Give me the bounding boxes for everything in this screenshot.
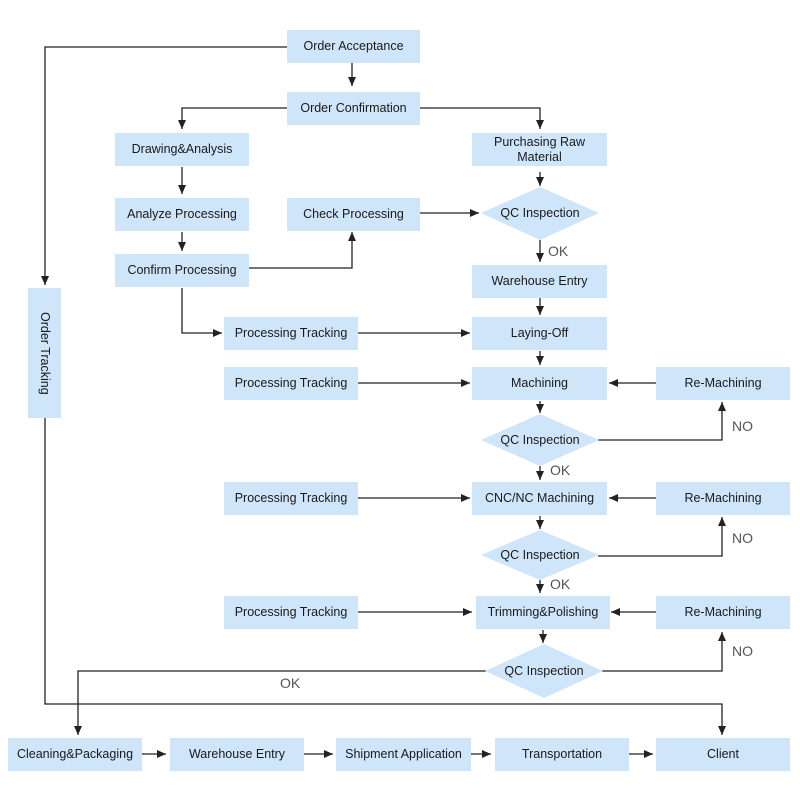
svg-text:QC Inspection: QC Inspection bbox=[500, 548, 579, 562]
node-transportation: Transportation bbox=[495, 738, 629, 771]
qc-inspection-decision-3: QC Inspection bbox=[481, 530, 599, 580]
edge-label-ok-1: OK bbox=[548, 243, 569, 259]
edge-qc4-remach3 bbox=[602, 632, 726, 672]
node-re-machining-1: Re-Machining bbox=[656, 367, 790, 400]
edge-label-no-1: NO bbox=[732, 418, 753, 434]
edge-ordertracking-client bbox=[44, 418, 726, 735]
edge-acceptance-ordertracking bbox=[41, 46, 287, 285]
node-warehouse-entry-2: Warehouse Entry bbox=[170, 738, 304, 771]
node-drawing-analysis: Drawing&Analysis bbox=[115, 133, 249, 166]
node-re-machining-3: Re-Machining bbox=[656, 596, 790, 629]
edge-label-ok-3: OK bbox=[550, 576, 571, 592]
node-order-acceptance: Order Acceptance bbox=[287, 30, 420, 63]
node-order-tracking: Order Tracking bbox=[28, 288, 61, 418]
svg-text:QC Inspection: QC Inspection bbox=[504, 664, 583, 678]
node-machining: Machining bbox=[472, 367, 607, 400]
node-confirm-processing: Confirm Processing bbox=[115, 254, 249, 287]
node-processing-tracking-2: Processing Tracking bbox=[224, 367, 358, 400]
node-shipment-application: Shipment Application bbox=[336, 738, 471, 771]
node-client: Client bbox=[656, 738, 790, 771]
edge-label-ok-4: OK bbox=[280, 675, 301, 691]
edge-label-ok-2: OK bbox=[550, 462, 571, 478]
node-laying-off: Laying-Off bbox=[472, 317, 607, 350]
qc-inspection-decision-1: QC Inspection bbox=[481, 187, 599, 240]
node-warehouse-entry-1: Warehouse Entry bbox=[472, 265, 607, 298]
node-trimming-polishing: Trimming&Polishing bbox=[476, 596, 610, 629]
qc-inspection-decision-4: QC Inspection bbox=[485, 644, 603, 698]
node-check-processing: Check Processing bbox=[287, 198, 420, 231]
edge-qc2-remach1 bbox=[598, 402, 726, 441]
qc-inspection-decision-2: QC Inspection bbox=[481, 414, 599, 466]
edge-label-no-3: NO bbox=[732, 643, 753, 659]
edge-confirm-check bbox=[249, 232, 356, 269]
edge-qc3-remach2 bbox=[598, 517, 726, 557]
svg-text:QC Inspection: QC Inspection bbox=[500, 206, 579, 220]
svg-text:QC Inspection: QC Inspection bbox=[500, 433, 579, 447]
edge-label-no-2: NO bbox=[732, 530, 753, 546]
edge-confirmation-drawing bbox=[178, 107, 287, 129]
node-purchasing-raw-material: Purchasing Raw Material bbox=[472, 133, 607, 166]
edge-qc4-cleaning bbox=[74, 670, 486, 735]
node-re-machining-2: Re-Machining bbox=[656, 482, 790, 515]
node-order-confirmation: Order Confirmation bbox=[287, 92, 420, 125]
node-processing-tracking-1: Processing Tracking bbox=[224, 317, 358, 350]
node-processing-tracking-4: Processing Tracking bbox=[224, 596, 358, 629]
node-analyze-processing: Analyze Processing bbox=[115, 198, 249, 231]
node-cleaning-packaging: Cleaning&Packaging bbox=[8, 738, 142, 771]
node-cnc-nc-machining: CNC/NC Machining bbox=[472, 482, 607, 515]
node-processing-tracking-3: Processing Tracking bbox=[224, 482, 358, 515]
edge-confirm-pt1 bbox=[181, 288, 222, 337]
edge-confirmation-purchasing bbox=[420, 107, 544, 129]
